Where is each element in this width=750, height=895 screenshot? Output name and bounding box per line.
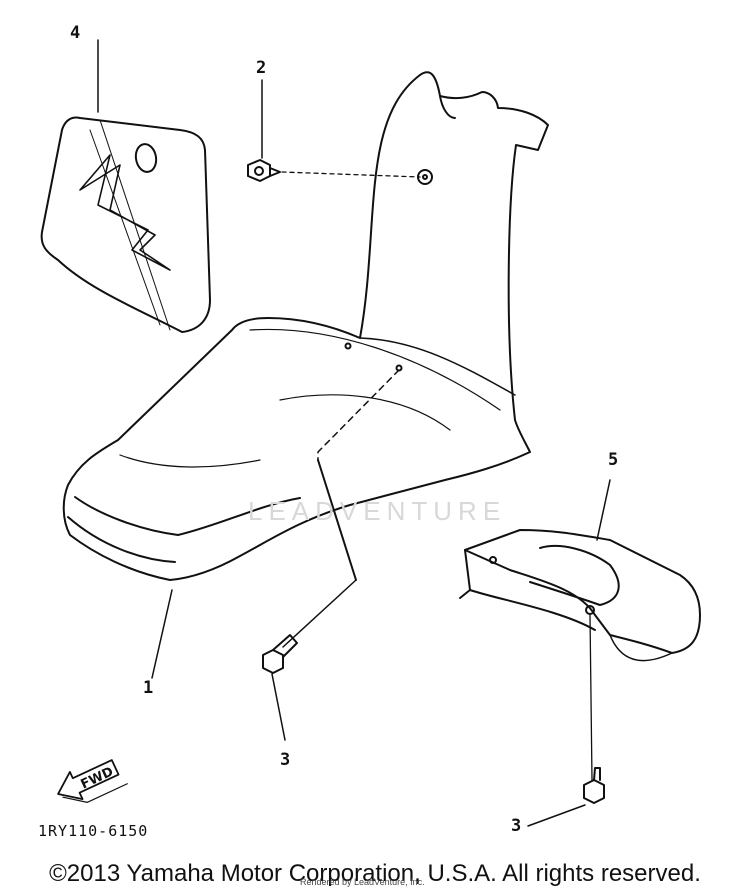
- callout-5: 5: [608, 450, 619, 470]
- callout-4: 4: [70, 23, 81, 43]
- rear-guard: [459, 479, 701, 781]
- callout-3-right: 3: [511, 816, 522, 836]
- fwd-arrow-label: FWD: [79, 764, 116, 792]
- copyright-notice: ©2013 Yamaha Motor Corporation, U.S.A. A…: [49, 860, 701, 887]
- drawing-code: 1RY110-6150: [38, 822, 149, 840]
- front-fender: [62, 71, 549, 581]
- watermark-text: LEADVENTURE: [248, 496, 507, 526]
- callout-2: 2: [256, 58, 267, 78]
- bolt-part-3-left: [262, 579, 357, 741]
- callout-3-left: 3: [280, 750, 291, 770]
- callout-1: 1: [143, 678, 154, 698]
- bolt-part-3-right: [527, 767, 605, 827]
- rendered-by-note: Rendered by LeadVenture, Inc.: [300, 877, 425, 887]
- fwd-arrow-icon: [57, 759, 128, 803]
- decal: [40, 116, 211, 333]
- screw-part-2: [247, 79, 421, 182]
